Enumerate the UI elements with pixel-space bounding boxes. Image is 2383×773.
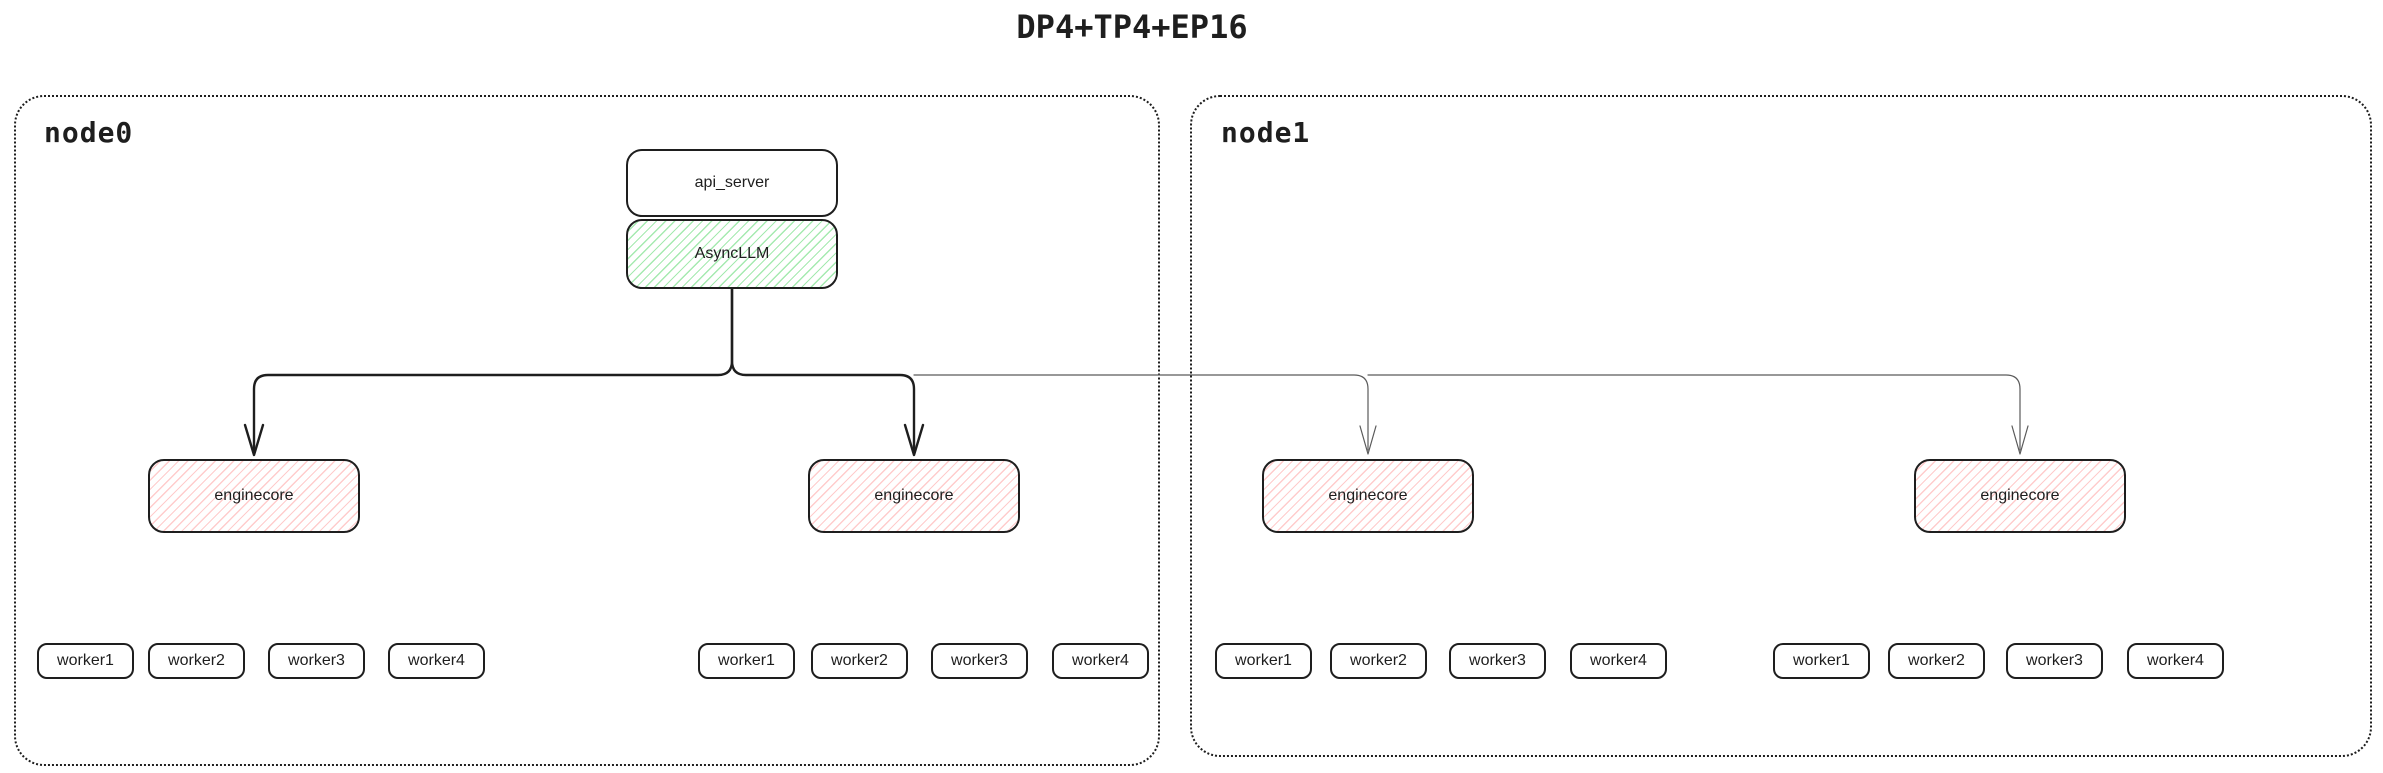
worker-label: worker2 <box>1908 652 1965 669</box>
worker-label: worker3 <box>288 652 345 669</box>
node0-label: node0 <box>44 116 134 149</box>
worker-label: worker3 <box>2026 652 2083 669</box>
worker-label: worker1 <box>1793 652 1850 669</box>
enginecore-label: enginecore <box>874 487 954 504</box>
worker-label: worker1 <box>1235 652 1292 669</box>
worker-label: worker2 <box>1350 652 1407 669</box>
worker-box: worker3 <box>1449 643 1546 679</box>
api-server-box: api_server <box>626 149 838 217</box>
worker-label: worker2 <box>831 652 888 669</box>
worker-box: worker3 <box>268 643 365 679</box>
worker-label: worker3 <box>951 652 1008 669</box>
node0-enginecore-2-box: enginecore <box>808 459 1020 533</box>
worker-box: worker1 <box>1773 643 1870 679</box>
node1-label: node1 <box>1221 116 1311 149</box>
node1-enginecore-1-box: enginecore <box>1262 459 1474 533</box>
worker-box: worker2 <box>148 643 245 679</box>
api-server-label: api_server <box>694 174 770 191</box>
diagram-title: DP4+TP4+EP16 <box>1016 8 1248 46</box>
asyncllm-box: AsyncLLM <box>626 219 838 289</box>
node1-enginecore-2-box: enginecore <box>1914 459 2126 533</box>
worker-box: worker4 <box>1052 643 1149 679</box>
worker-label: worker4 <box>1072 652 1129 669</box>
worker-box: worker2 <box>811 643 908 679</box>
worker-box: worker2 <box>1330 643 1427 679</box>
worker-box: worker2 <box>1888 643 1985 679</box>
worker-label: worker4 <box>408 652 465 669</box>
worker-box: worker4 <box>388 643 485 679</box>
worker-box: worker4 <box>2127 643 2224 679</box>
worker-label: worker4 <box>2147 652 2204 669</box>
node0-enginecore-1-box: enginecore <box>148 459 360 533</box>
enginecore-label: enginecore <box>214 487 294 504</box>
worker-box: worker1 <box>1215 643 1312 679</box>
worker-box: worker1 <box>37 643 134 679</box>
worker-label: worker1 <box>718 652 775 669</box>
worker-label: worker4 <box>1590 652 1647 669</box>
enginecore-label: enginecore <box>1328 487 1408 504</box>
worker-label: worker2 <box>168 652 225 669</box>
worker-label: worker1 <box>57 652 114 669</box>
worker-box: worker4 <box>1570 643 1667 679</box>
worker-box: worker3 <box>2006 643 2103 679</box>
worker-label: worker3 <box>1469 652 1526 669</box>
enginecore-label: enginecore <box>1980 487 2060 504</box>
worker-box: worker3 <box>931 643 1028 679</box>
asyncllm-label: AsyncLLM <box>694 245 770 262</box>
worker-box: worker1 <box>698 643 795 679</box>
